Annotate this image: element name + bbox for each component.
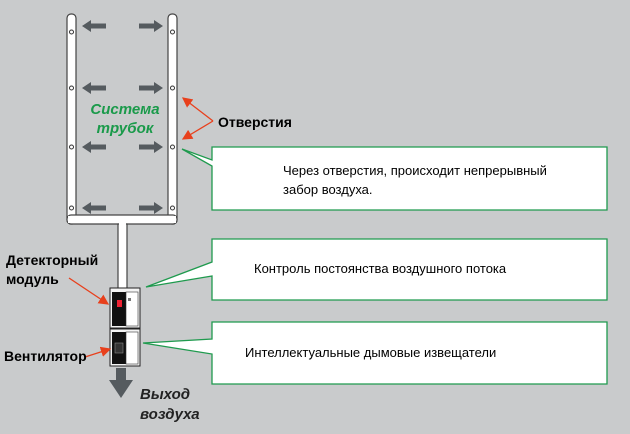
callout-smoke-detectors: Интеллектуальные дымовые извещатели (245, 345, 497, 360)
fan-unit (109, 328, 141, 367)
pipe-frame (66, 13, 178, 291)
leader-lines (68, 97, 214, 358)
pipe-system-label: Система трубок (90, 101, 160, 137)
air-inflow-arrows (82, 20, 163, 214)
pipe-openings (69, 29, 175, 211)
air-outlet-arrow (109, 368, 133, 398)
detector-module-label: Детекторный модуль (6, 252, 99, 287)
detector-module (109, 287, 141, 329)
openings-label: Отверстия (218, 114, 292, 130)
air-outlet-label: Выход воздуха (140, 386, 200, 423)
callout-airflow-control: Контроль постоянства воздушного потока (254, 261, 507, 276)
fan-label: Вентилятор (4, 348, 87, 364)
callout-air-intake: Через отверстия, происходит непрерывный … (283, 163, 547, 197)
callout-shapes (142, 146, 608, 385)
